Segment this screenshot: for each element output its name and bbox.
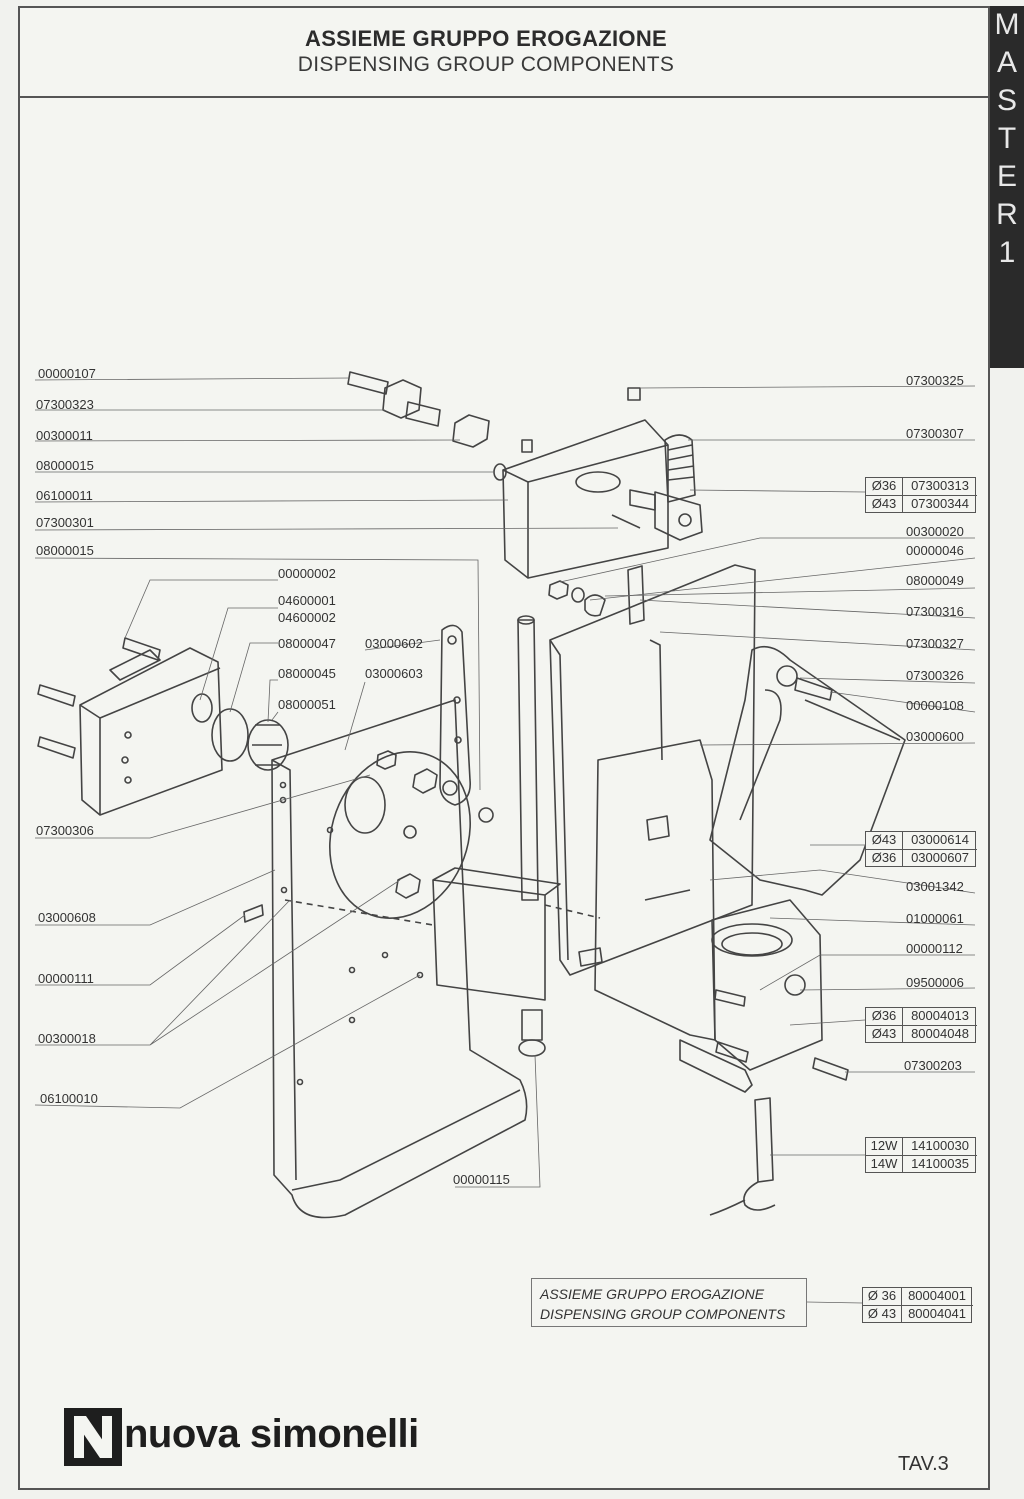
part-label: 03001342 — [906, 879, 964, 894]
side-tab-letter: 1 — [998, 236, 1016, 269]
part-label: 08000049 — [906, 573, 964, 588]
variant-size: Ø43 — [866, 832, 903, 849]
side-tab-letter: M — [994, 8, 1020, 41]
part-label: 00000108 — [906, 698, 964, 713]
part-label: 07300323 — [36, 397, 94, 412]
variant-size: 14W — [866, 1156, 903, 1173]
slider-block — [432, 879, 546, 1001]
side-tab-letter: A — [996, 46, 1017, 79]
heater-element — [754, 1097, 774, 1183]
part-label: 04600002 — [278, 610, 336, 625]
frame-plate — [271, 699, 528, 1219]
part-label: 07300327 — [906, 636, 964, 651]
variant-code: 07300344 — [911, 496, 969, 511]
part-label: 00000107 — [38, 366, 96, 381]
part-label: 07300307 — [906, 426, 964, 441]
part-label: 03000602 — [365, 636, 423, 651]
rear-bracket — [549, 564, 756, 976]
assembly-caption-box: ASSIEME GRUPPO EROGAZIONE DISPENSING GRO… — [531, 1278, 807, 1327]
variant-code: 80004041 — [908, 1306, 966, 1321]
top-distributor-block — [502, 419, 669, 579]
part-label: 00000112 — [906, 941, 963, 956]
part-label: 01000061 — [906, 911, 964, 926]
variant-table: 12W 14100030 14W 14100035 — [865, 1137, 977, 1173]
variant-table: Ø36 07300313 Ø43 07300344 — [865, 477, 977, 513]
part-label: 07300326 — [906, 668, 964, 683]
part-label: 00000111 — [38, 971, 94, 986]
frame-base — [291, 1089, 521, 1191]
adjust-bolt — [521, 1009, 543, 1041]
part-label: 03000603 — [365, 666, 423, 681]
top-bolt — [347, 371, 389, 395]
circlip — [211, 708, 249, 762]
header-divider — [18, 96, 990, 98]
group-head — [711, 899, 823, 1071]
variant-table: Ø36 80004013 Ø43 80004048 — [865, 1007, 977, 1043]
part-label: 09500006 — [906, 975, 964, 990]
part-label: 07300203 — [904, 1058, 962, 1073]
part-label: 07300306 — [36, 823, 94, 838]
brand-name: nuova simonelli — [124, 1412, 419, 1456]
part-label: 08000051 — [278, 697, 336, 712]
guide-shaft — [517, 619, 539, 901]
title-english: DISPENSING GROUP COMPONENTS — [297, 53, 675, 76]
side-tab-letter: S — [996, 84, 1017, 117]
part-label: 06100010 — [40, 1091, 98, 1106]
variant-size: Ø36 — [866, 850, 903, 867]
brand-logo-icon — [64, 1408, 122, 1466]
variant-code: 80004001 — [908, 1288, 966, 1303]
variant-size: 12W — [866, 1138, 903, 1155]
part-label: 07300301 — [36, 515, 94, 530]
variant-size: Ø 36 — [863, 1288, 902, 1305]
variant-code: 14100030 — [911, 1138, 969, 1153]
part-label: 00000002 — [278, 566, 336, 581]
part-label: 00300018 — [38, 1031, 96, 1046]
part-label: 07300325 — [906, 373, 964, 388]
variant-size: Ø43 — [866, 1026, 903, 1043]
page-frame — [18, 6, 990, 1490]
part-label: 03000608 — [38, 910, 96, 925]
part-label: 08000047 — [278, 636, 336, 651]
part-label: 00000046 — [906, 543, 964, 558]
side-tab-letter: R — [996, 198, 1018, 231]
part-label: 08000045 — [278, 666, 336, 681]
sheet-number: TAV.3 — [898, 1453, 949, 1475]
frame-plate-edge — [271, 759, 297, 1181]
variant-size: Ø 43 — [863, 1306, 902, 1323]
side-tab-letter: T — [997, 122, 1017, 155]
variant-size: Ø36 — [866, 478, 903, 495]
variant-code: 03000614 — [911, 832, 969, 847]
assembly-caption-it: ASSIEME GRUPPO EROGAZIONE — [540, 1286, 765, 1302]
part-label: 06100011 — [36, 488, 93, 503]
part-label: 04600001 — [278, 593, 336, 608]
part-label: 00300020 — [906, 524, 964, 539]
front-cover — [594, 739, 716, 1041]
side-block — [79, 647, 223, 816]
part-label: 03000600 — [906, 729, 964, 744]
variant-size: Ø43 — [866, 496, 903, 513]
part-label: 08000015 — [36, 458, 94, 473]
variant-code: 03000607 — [911, 850, 969, 865]
lever-arm — [439, 624, 472, 806]
part-label: 07300316 — [906, 604, 964, 619]
variant-table: Ø43 03000614 Ø36 03000607 — [865, 831, 977, 867]
part-label: 00000115 — [453, 1172, 510, 1187]
variant-code: 80004013 — [911, 1008, 969, 1023]
chute-plate — [709, 645, 906, 896]
assembly-caption-en: DISPENSING GROUP COMPONENTS — [540, 1306, 786, 1322]
side-tab-letter: E — [996, 160, 1017, 193]
variant-code: 80004048 — [911, 1026, 969, 1041]
variant-code: 07300313 — [911, 478, 969, 493]
variant-table: Ø 36 80004001 Ø 43 80004041 — [862, 1287, 973, 1323]
part-label: 08000015 — [36, 543, 94, 558]
title-italian: ASSIEME GRUPPO EROGAZIONE — [305, 26, 667, 51]
variant-code: 14100035 — [911, 1156, 969, 1171]
model-side-tab: M A S T E R 1 — [990, 6, 1024, 368]
variant-size: Ø36 — [866, 1008, 903, 1025]
part-label: 00300011 — [36, 428, 93, 443]
cam-wheel — [328, 751, 472, 919]
